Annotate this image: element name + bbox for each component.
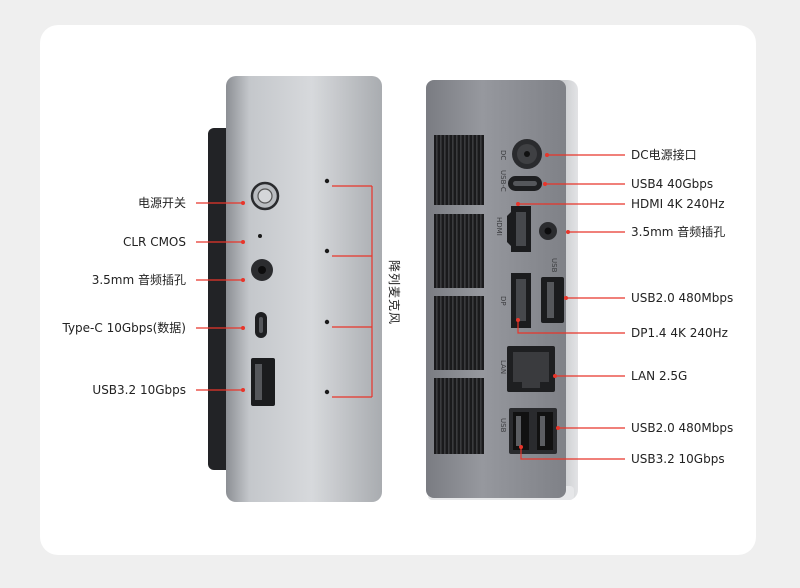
label-lan: LAN 2.5G xyxy=(631,369,688,383)
mic-bracket xyxy=(332,185,373,398)
port-mark-dc: DC xyxy=(499,150,507,160)
label-usb2-bottom: USB2.0 480Mbps xyxy=(631,421,734,435)
content-card xyxy=(40,25,756,555)
left-callout-lines xyxy=(196,201,245,392)
mic-hole-icon xyxy=(324,178,330,184)
port-mark-hdmi: HDMI xyxy=(495,217,503,236)
label-usb32-right: USB3.2 10Gbps xyxy=(631,452,725,466)
label-clr-cmos: CLR CMOS xyxy=(122,235,186,249)
label-usb4: USB4 40Gbps xyxy=(631,177,714,191)
port-mark-lan: LAN xyxy=(499,360,507,374)
label-audio-jack-left: 3.5mm 音频插孔 xyxy=(91,273,186,287)
vent-fins xyxy=(434,378,484,454)
mic-hole-icon xyxy=(324,389,330,395)
mic-array-label: 降列麦克风 xyxy=(387,260,401,325)
label-power-switch: 电源开关 xyxy=(137,196,186,210)
clr-cmos-hole-icon xyxy=(258,234,262,238)
vent-fins xyxy=(434,135,484,205)
label-usb2-top: USB2.0 480Mbps xyxy=(631,291,734,305)
vent-fins xyxy=(434,296,484,370)
label-hdmi: HDMI 4K 240Hz xyxy=(631,197,725,211)
mic-hole-icon xyxy=(324,319,330,325)
usb-a-port-icon xyxy=(251,358,275,406)
label-dc-power: DC电源接口 xyxy=(631,148,697,162)
right-callout-lines xyxy=(516,153,625,460)
label-usb32-left: USB3.2 10Gbps xyxy=(92,383,186,397)
mic-hole-icon xyxy=(324,248,330,254)
right-device xyxy=(426,80,578,500)
port-mark-usbc: USB-C xyxy=(499,170,507,192)
vent-fins xyxy=(434,214,484,288)
label-type-c: Type-C 10Gbps(数据) xyxy=(62,321,186,335)
port-mark-dp: DP xyxy=(499,296,507,306)
port-mark-usb-top: USB xyxy=(550,258,558,273)
left-device xyxy=(208,76,382,502)
port-mark-usb-bottom: USB xyxy=(499,418,507,433)
label-audio-jack-right: 3.5mm 音频插孔 xyxy=(631,225,726,239)
left-device-body xyxy=(226,76,382,502)
label-dp: DP1.4 4K 240Hz xyxy=(631,326,728,340)
